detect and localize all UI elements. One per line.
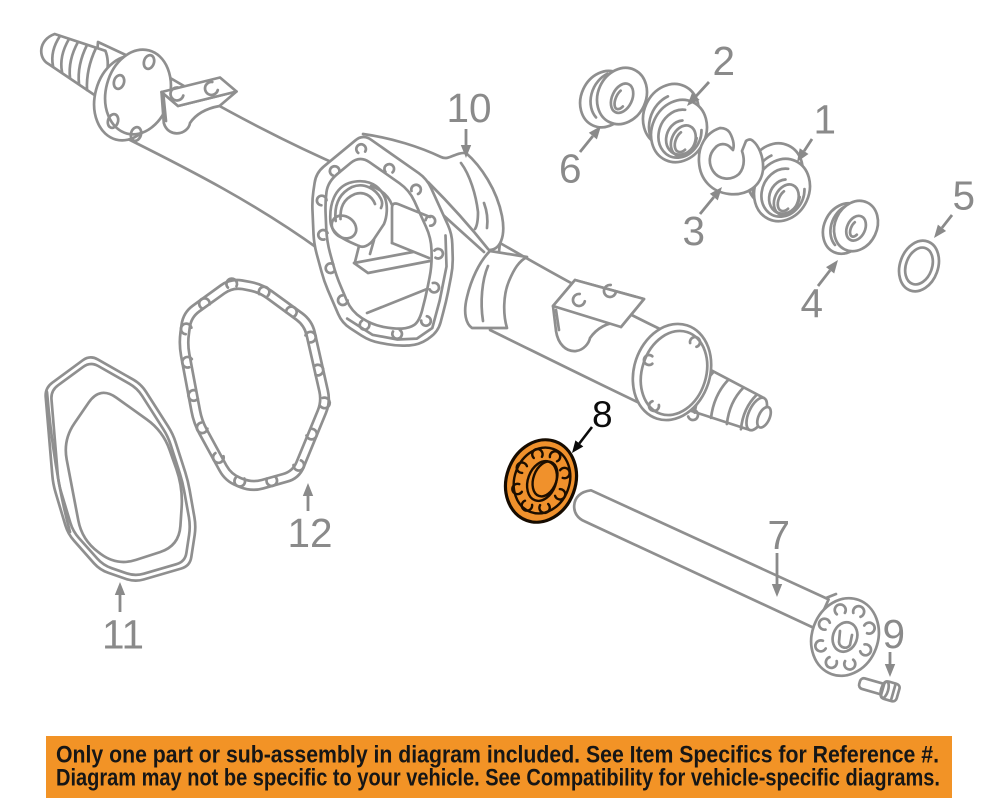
svg-text:Only one part or sub-assembly: Only one part or sub-assembly in diagram… xyxy=(56,742,939,769)
svg-text:1: 1 xyxy=(814,97,837,143)
svg-text:9: 9 xyxy=(883,611,906,657)
svg-text:3: 3 xyxy=(683,208,706,254)
svg-text:2: 2 xyxy=(713,38,736,84)
svg-text:8: 8 xyxy=(592,394,613,435)
svg-text:4: 4 xyxy=(801,281,824,327)
svg-text:5: 5 xyxy=(953,173,976,219)
svg-text:10: 10 xyxy=(447,85,492,131)
svg-text:11: 11 xyxy=(102,612,144,658)
svg-text:Diagram may not be specific to: Diagram may not be specific to your vehi… xyxy=(56,765,940,792)
svg-text:6: 6 xyxy=(559,146,582,192)
svg-text:12: 12 xyxy=(288,510,333,556)
svg-text:7: 7 xyxy=(768,512,791,558)
